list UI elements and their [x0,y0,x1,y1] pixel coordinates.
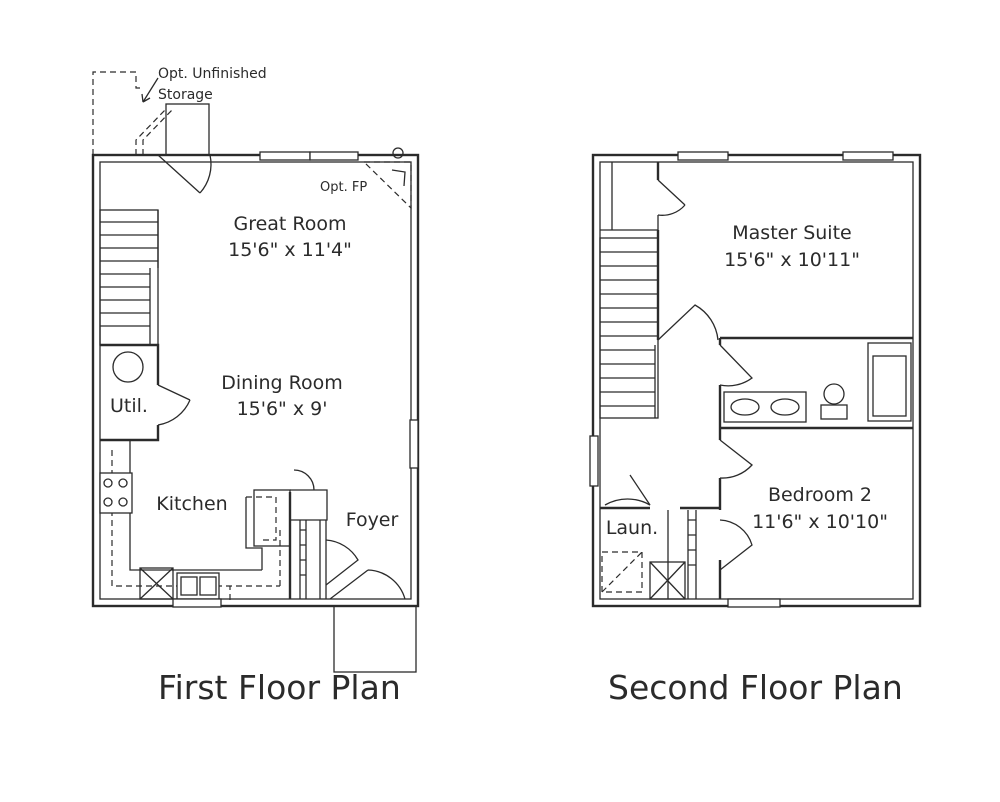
master-suite-name: Master Suite [732,222,851,244]
fireplace-label: Opt. FP [320,180,367,195]
great-room-name: Great Room [233,213,346,235]
second-floor-plan: Master Suite 15'6" x 10'11" Bedroom 2 11… [589,151,922,608]
storage-arrow-icon [141,77,159,103]
foyer-label: Foyer [346,509,399,531]
second-floor-plan-title: Second Floor Plan [608,668,903,707]
first-floor-plan-title: First Floor Plan [158,668,401,707]
kitchen-layout [99,439,291,608]
optional-fireplace [362,147,412,210]
utility-closet [100,343,191,442]
window-master-2 [842,151,894,161]
window-great-room-1 [259,151,311,161]
range-icon [99,472,133,514]
foyer-layout [288,419,419,673]
window-bedroom2 [727,598,781,608]
window-stair-side [589,435,599,487]
toilet-icon [820,404,848,420]
kitchen-label: Kitchen [156,493,227,515]
great-room-size: 15'6" x 11'4" [228,239,352,261]
laundry-room [600,474,720,600]
bathroom [718,338,913,430]
master-suite-walls [656,162,913,341]
second-floor-staircase [599,237,659,419]
window-master-1 [677,151,729,161]
rear-door [157,154,212,194]
bathtub-icon [867,342,912,422]
master-suite-size: 15'6" x 10'11" [724,249,860,271]
optional-storage-outline [92,71,210,156]
laundry-label: Laun. [606,517,658,539]
storage-label-line2: Storage [158,87,213,103]
window-great-room-2 [309,151,359,161]
storage-label-line1: Opt. Unfinished [158,66,267,82]
util-label: Util. [110,395,148,417]
bedroom2-name: Bedroom 2 [768,484,872,506]
first-floor-staircase [99,209,159,346]
vanity-icon [723,391,807,423]
water-heater-icon [112,351,144,383]
linen-closet [600,162,686,231]
dryer-icon [649,561,686,600]
bedroom2-size: 11'6" x 10'10" [752,511,888,533]
first-floor-exterior-walls [91,153,420,608]
first-floor-plan: Opt. Unfinished Storage Opt. FP Great Ro… [91,66,420,673]
dining-room-size: 15'6" x 9' [237,398,328,420]
washer-icon [601,551,643,593]
window-dining-side [409,419,419,469]
bedroom2-walls [687,430,753,599]
dining-room-name: Dining Room [221,372,342,394]
